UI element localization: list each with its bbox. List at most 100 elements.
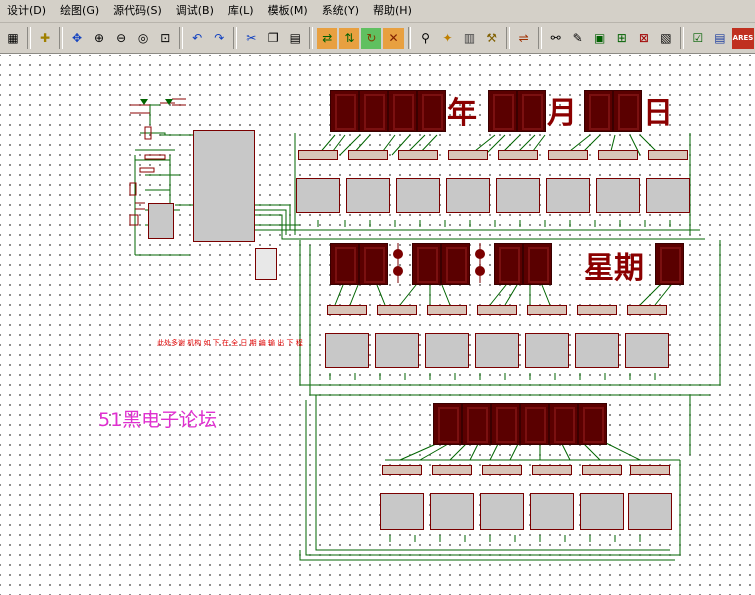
driver-chip[interactable] <box>375 333 419 368</box>
driver-chip[interactable] <box>596 178 640 213</box>
origin-icon[interactable]: ✚ <box>39 31 51 45</box>
schematic-wires <box>129 98 721 561</box>
driver-header <box>327 305 367 315</box>
new-sheet-icon[interactable]: ▣ <box>594 31 606 45</box>
report-icon[interactable]: ▤ <box>714 31 726 45</box>
make-device-icon[interactable]: ✦ <box>442 31 453 45</box>
label-year: 年 <box>447 96 477 131</box>
seg7-display <box>488 90 517 132</box>
seg7-display <box>517 90 546 132</box>
mcu-chip[interactable] <box>193 130 255 242</box>
driver-chip[interactable] <box>575 333 619 368</box>
label-weekday: 星期 <box>584 251 644 286</box>
menu-template[interactable]: 模板(M) <box>267 4 308 17</box>
menu-debug[interactable]: 调试(B) <box>175 4 214 17</box>
driver-chip[interactable] <box>325 333 369 368</box>
menu-library[interactable]: 库(L) <box>227 4 254 17</box>
toolbar-separator <box>407 27 412 49</box>
block-rotate-icon[interactable]: ↻ <box>361 27 382 49</box>
driver-chip[interactable] <box>446 178 490 213</box>
driver-header <box>498 150 538 160</box>
driver-chip[interactable] <box>380 493 424 530</box>
netlist-icon[interactable]: ⊠ <box>638 31 649 45</box>
copy-icon[interactable]: ❐ <box>267 31 279 45</box>
driver-header <box>432 465 472 475</box>
block-copy-icon[interactable]: ⇄ <box>317 27 338 49</box>
block-move-icon[interactable]: ⇅ <box>339 27 360 49</box>
remove-sheet-icon[interactable]: ⊞ <box>616 31 627 45</box>
seg7-display <box>520 403 549 445</box>
redo-icon[interactable]: ↷ <box>214 31 225 45</box>
zoom-all-icon[interactable]: ◎ <box>137 31 149 45</box>
seg7-display <box>655 243 684 285</box>
menu-help[interactable]: 帮助(H) <box>373 4 412 17</box>
driver-header <box>630 465 670 475</box>
toolbar-separator <box>679 27 684 49</box>
search-tag-icon[interactable]: ⚯ <box>550 31 561 45</box>
cut-icon[interactable]: ✂ <box>246 31 257 45</box>
seg7-display <box>330 90 359 132</box>
driver-chip[interactable] <box>425 333 469 368</box>
seg7-display <box>613 90 642 132</box>
zoom-area-icon[interactable]: ⊡ <box>160 31 171 45</box>
bill-icon[interactable]: ▧ <box>660 31 672 45</box>
driver-chip[interactable] <box>525 333 569 368</box>
rtc-chip[interactable] <box>148 203 174 239</box>
toolbar-separator <box>27 27 31 49</box>
paste-icon[interactable]: ▤ <box>289 31 302 45</box>
driver-chip[interactable] <box>628 493 672 530</box>
driver-chip[interactable] <box>475 333 519 368</box>
driver-chip[interactable] <box>646 178 690 213</box>
wire-autoroute-icon[interactable]: ⇌ <box>518 31 529 45</box>
driver-chip[interactable] <box>296 178 340 213</box>
seg7-display <box>417 90 446 132</box>
menu-system[interactable]: 系统(Y) <box>321 4 359 17</box>
toolbar: ▦ ✚ ✥ ⊕ ⊖ ◎ ⊡ ↶ ↷ ✂ ❐ ▤ ⇄ ⇅ ↻ ✕ ⚲ ✦ ▥ ⚒ … <box>0 23 755 54</box>
driver-header <box>598 150 638 160</box>
menu-design[interactable]: 设计(D) <box>7 4 47 17</box>
ares-icon[interactable]: ARES <box>731 27 754 49</box>
driver-chip[interactable] <box>530 493 574 530</box>
pan-icon[interactable]: ✥ <box>71 31 82 45</box>
seg7-display <box>359 243 388 285</box>
driver-chip[interactable] <box>430 493 474 530</box>
driver-header <box>398 150 438 160</box>
menu-draw[interactable]: 绘图(G) <box>60 4 100 17</box>
driver-header <box>298 150 338 160</box>
toolbar-separator <box>309 27 314 49</box>
driver-chip[interactable] <box>480 493 524 530</box>
driver-chip[interactable] <box>396 178 440 213</box>
property-assign-icon[interactable]: ✎ <box>572 31 583 45</box>
menu-source[interactable]: 源代码(S) <box>113 4 162 17</box>
driver-header <box>648 150 688 160</box>
driver-chip[interactable] <box>580 493 624 530</box>
driver-header <box>482 465 522 475</box>
block-delete-icon[interactable]: ✕ <box>383 27 404 49</box>
schematic-canvas[interactable]: 年 月 日 星期 <box>0 55 755 595</box>
seg7-display <box>494 243 523 285</box>
driver-header <box>577 305 617 315</box>
grid-icon[interactable]: ▦ <box>7 31 19 45</box>
driver-header <box>627 305 667 315</box>
driver-chip[interactable] <box>546 178 590 213</box>
menu-bar: 设计(D) 绘图(G) 源代码(S) 调试(B) 库(L) 模板(M) 系统(Y… <box>0 0 755 23</box>
zoom-out-icon[interactable]: ⊖ <box>116 31 127 45</box>
decompose-icon[interactable]: ⚒ <box>486 31 498 45</box>
driver-header <box>548 150 588 160</box>
toolbar-separator <box>179 27 184 49</box>
seg7-display <box>330 243 359 285</box>
zoom-in-icon[interactable]: ⊕ <box>94 31 105 45</box>
driver-chip[interactable] <box>496 178 540 213</box>
seg7-display <box>584 90 613 132</box>
undo-icon[interactable]: ↶ <box>192 31 203 45</box>
driver-header <box>477 305 517 315</box>
driver-chip[interactable] <box>346 178 390 213</box>
packaging-icon[interactable]: ▥ <box>463 31 476 45</box>
toolbar-separator <box>59 27 63 49</box>
driver-chip[interactable] <box>625 333 669 368</box>
driver-header <box>527 305 567 315</box>
driver-header <box>427 305 467 315</box>
switch-module[interactable] <box>255 248 277 280</box>
pick-device-icon[interactable]: ⚲ <box>421 31 430 45</box>
electrical-check-icon[interactable]: ☑ <box>692 31 704 45</box>
